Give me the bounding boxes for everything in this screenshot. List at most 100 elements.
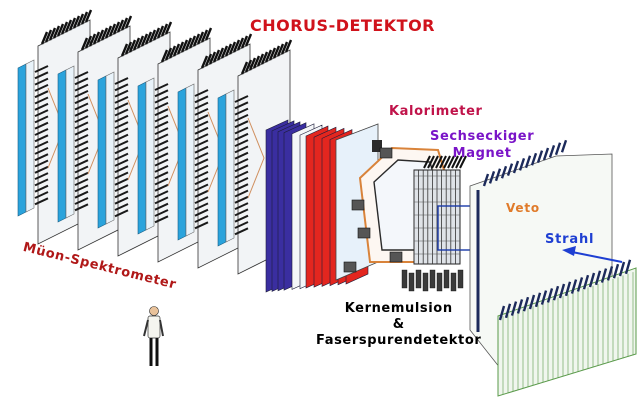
module-readout: [34, 90, 49, 99]
module-readout: [74, 203, 89, 212]
module-blue-plane: [137, 81, 147, 235]
module-fin: [144, 31, 153, 45]
module-readout: [194, 221, 209, 230]
module-readout: [34, 83, 49, 92]
module-blue-plane: [97, 75, 107, 229]
module-readout: [74, 71, 89, 79]
module-readout: [234, 227, 249, 236]
module-readout: [234, 183, 249, 192]
module-fin: [224, 43, 233, 57]
module-fin: [164, 47, 173, 61]
module-readout: [154, 209, 169, 217]
module-fin: [140, 33, 149, 47]
module-readout: [194, 183, 209, 192]
target-top-fin: [455, 155, 463, 169]
module-readout: [114, 165, 129, 174]
module-fin: [84, 35, 93, 49]
module-readout: [234, 170, 249, 179]
module-readout: [34, 96, 49, 105]
veto-upper-fin: [518, 158, 526, 171]
module-readout: [74, 115, 89, 124]
label-magnet: Sechseckiger Magnet: [430, 128, 534, 162]
veto-lower-fin: [522, 296, 530, 312]
module-readout: [114, 140, 129, 148]
module-fin: [232, 39, 241, 53]
module-fin: [148, 29, 157, 43]
module-readout: [34, 128, 49, 136]
module-readout: [114, 102, 129, 111]
target-top-fin: [447, 155, 455, 169]
module-fin: [252, 55, 261, 69]
module-readout: [74, 102, 89, 111]
module-readout: [154, 190, 169, 199]
veto-upper-fin: [536, 150, 544, 163]
target-readout-tube: [457, 269, 464, 289]
label-kern-line1: Kernemulsion: [344, 301, 453, 316]
module-readout: [234, 158, 249, 166]
module-fin: [84, 9, 93, 23]
veto-upper-fin: [554, 142, 562, 156]
module-readout: [114, 89, 129, 98]
module-readout: [154, 120, 169, 129]
module-readout: [114, 133, 129, 142]
veto-upper-fin: [560, 139, 568, 153]
target-top-fin: [439, 155, 447, 169]
veto-lower-fin: [618, 261, 626, 277]
module-white-plane: [145, 77, 155, 231]
module-fin: [236, 37, 245, 51]
veto-lower-fin: [564, 281, 572, 297]
magnet-coil-support: [357, 227, 371, 239]
module-readout: [74, 89, 89, 98]
module-fin: [168, 45, 177, 59]
module-readout: [34, 165, 49, 174]
module-readout: [74, 197, 89, 205]
module-readout: [114, 146, 129, 155]
veto-upper-fin: [500, 165, 508, 179]
module-readout: [194, 158, 209, 167]
module-readout: [114, 127, 129, 136]
module-readout: [194, 164, 209, 173]
module-fin: [124, 41, 133, 55]
module-fin: [160, 23, 169, 37]
module-readout: [34, 71, 49, 80]
module-readout: [154, 95, 169, 104]
veto-lower-fin: [552, 285, 560, 301]
module-readout: [34, 178, 49, 187]
module-readout: [234, 208, 249, 217]
module-readout: [154, 101, 169, 110]
module-readout: [114, 171, 129, 180]
module-readout: [154, 114, 169, 123]
module-readout: [234, 126, 249, 135]
magnet-coil-support: [389, 251, 403, 263]
module-fin: [268, 47, 277, 61]
veto-lower-fin: [576, 277, 584, 292]
module-readout: [194, 177, 209, 186]
module-fin: [208, 51, 217, 65]
module-white-plane: [25, 59, 35, 213]
module-readout: [114, 209, 129, 218]
target-readout-tube: [450, 272, 457, 292]
module-fin: [204, 27, 213, 41]
muon-spectrometer-modules: [17, 9, 293, 275]
module-readout: [74, 171, 89, 180]
veto-upper-fin: [488, 171, 496, 184]
target-readout-tube: [408, 272, 415, 292]
target-readout-tube: [443, 269, 450, 289]
module-readout: [234, 189, 249, 198]
module-fin: [44, 29, 53, 43]
module-fin: [132, 37, 141, 51]
module-blue-plane: [177, 87, 187, 241]
veto-lower-fin: [594, 270, 602, 286]
module-fin: [220, 45, 229, 59]
module-fin: [88, 33, 97, 47]
module-readout: [154, 108, 169, 117]
veto-lower-fin: [546, 288, 554, 303]
module-blue-plane: [217, 93, 227, 247]
module-readout: [194, 133, 209, 142]
label-kern-line2: &: [392, 317, 405, 332]
label-strahl: Strahl: [545, 232, 595, 247]
module-fin: [184, 37, 193, 51]
veto-upper-fin: [512, 160, 520, 174]
target-readout-tube: [436, 272, 443, 292]
module-readout: [34, 109, 49, 118]
